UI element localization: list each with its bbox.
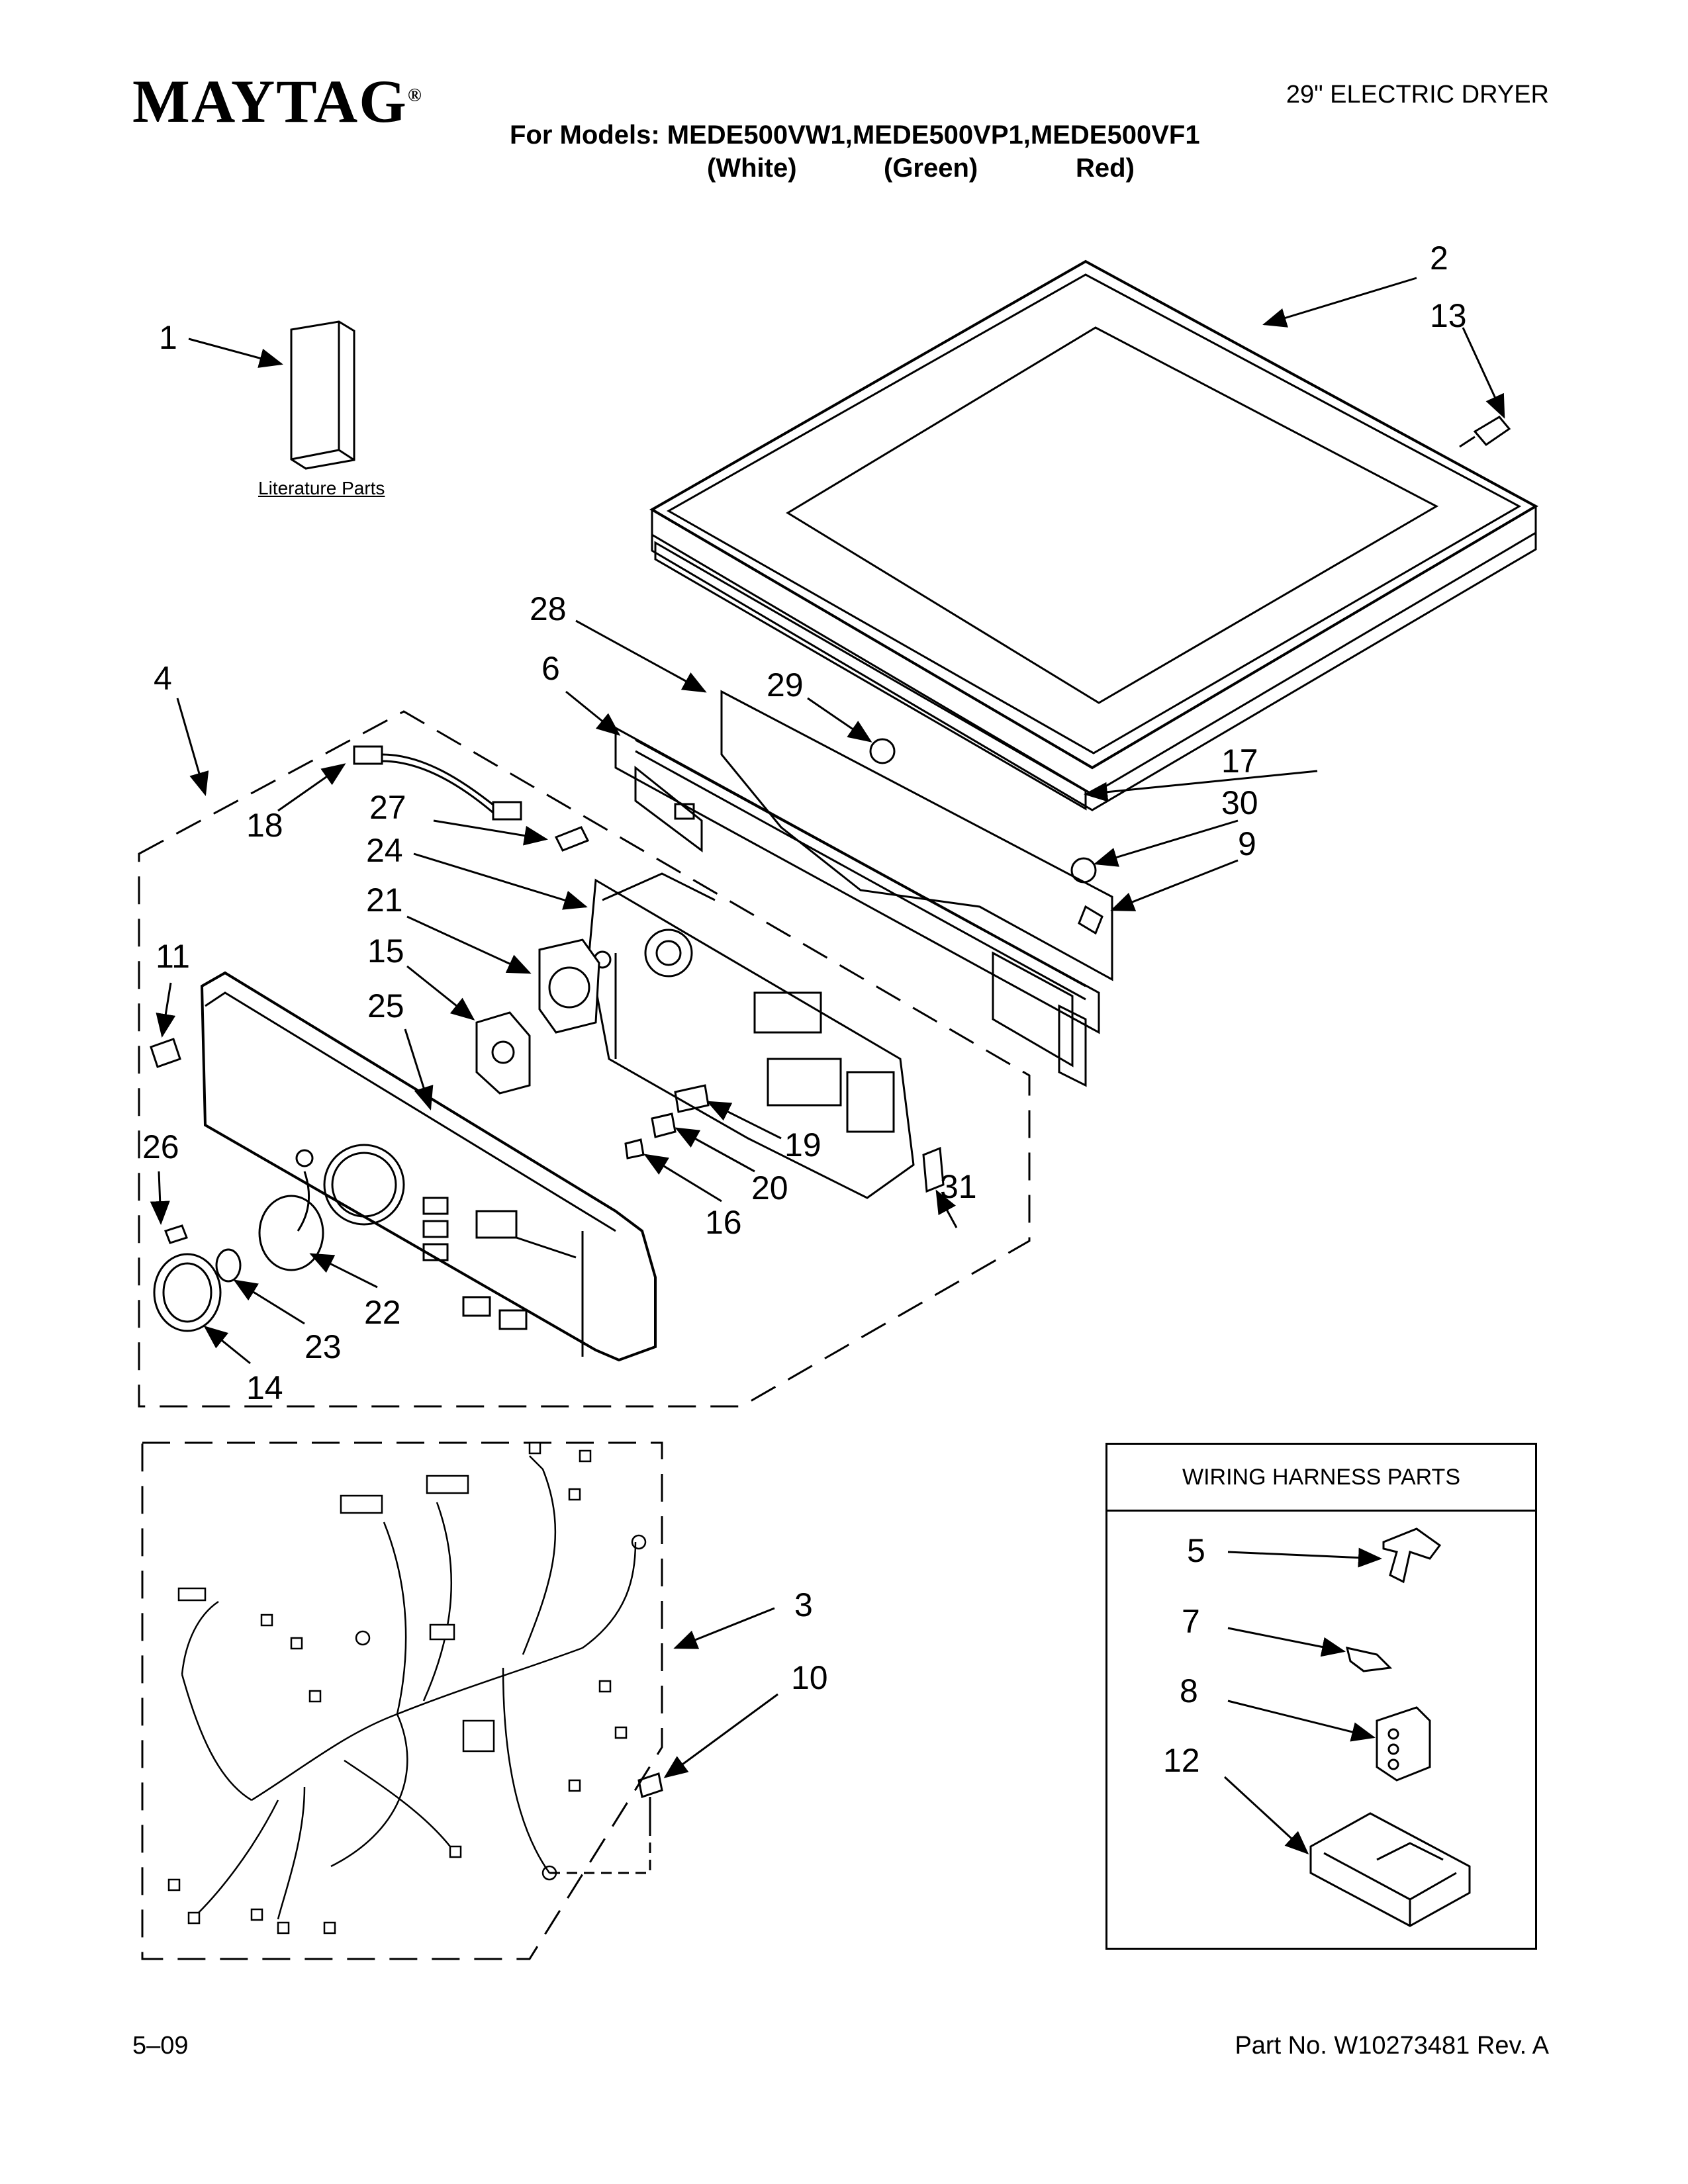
callout-22: 22 [364, 1294, 401, 1331]
clip-29-icon [869, 738, 896, 764]
callout-5: 5 [1187, 1532, 1205, 1569]
callout-27: 27 [369, 789, 406, 826]
top-panel-icon [649, 259, 1539, 811]
callout-24: 24 [366, 832, 403, 869]
clip-5-icon [1382, 1527, 1442, 1584]
knob-14-icon [153, 1253, 222, 1332]
registered-mark: ® [407, 85, 423, 106]
switch-31-icon [922, 1146, 945, 1193]
control-board-icon [588, 872, 915, 1199]
maytag-logo: MAYTAG® [132, 66, 423, 136]
callout-21: 21 [366, 882, 403, 919]
callout-20: 20 [751, 1169, 788, 1206]
hub-23-icon [215, 1248, 242, 1283]
wiring-harness-parts-box: WIRING HARNESS PARTS [1105, 1443, 1537, 1950]
callout-30: 30 [1221, 784, 1258, 821]
callout-28: 28 [530, 590, 567, 627]
callout-31: 31 [940, 1168, 977, 1205]
callout-1: 1 [159, 319, 177, 356]
callout-10: 10 [791, 1659, 828, 1696]
encoder-21-icon [538, 938, 600, 1034]
terminal-7-icon [1345, 1647, 1393, 1672]
connector-12-icon [1309, 1812, 1471, 1927]
ground-screw-10-icon [549, 1772, 663, 1874]
wiring-harness-parts-title: WIRING HARNESS PARTS [1107, 1445, 1535, 1512]
callout-26: 26 [142, 1128, 179, 1165]
ring-22-icon [258, 1195, 324, 1271]
callout-14: 14 [246, 1369, 283, 1406]
callout-13: 13 [1430, 297, 1467, 334]
callout-3: 3 [794, 1586, 813, 1623]
dryer-type: 29" ELECTRIC DRYER [1286, 81, 1549, 109]
housing-15-icon [475, 1011, 531, 1095]
harness-18-icon [353, 745, 522, 821]
leader-lines [150, 277, 1505, 1855]
callout-7: 7 [1182, 1603, 1200, 1640]
callout-12: 12 [1163, 1742, 1200, 1779]
part-number: Part No. W10273481 Rev. A [1235, 2032, 1549, 2060]
callout-11: 11 [156, 938, 190, 975]
color-red: Red) [1076, 154, 1135, 183]
screw-13-icon [1459, 416, 1511, 448]
callout-8: 8 [1180, 1672, 1198, 1709]
screw-26-icon [164, 1224, 188, 1244]
color-white: (White) [707, 154, 797, 183]
screw-9-icon [1078, 905, 1103, 935]
top-strip-icon [654, 541, 1087, 811]
callout-9: 9 [1238, 825, 1256, 862]
connector-8-icon [1376, 1706, 1431, 1782]
models-line: For Models: MEDE500VW1,MEDE500VP1,MEDE50… [510, 120, 1200, 150]
clip-30-icon [1070, 857, 1097, 884]
callout-29: 29 [767, 666, 804, 704]
callout-18: 18 [246, 807, 283, 844]
callout-16: 16 [705, 1204, 742, 1241]
literature-book-icon [290, 320, 355, 470]
harness-group-outline [141, 1441, 663, 1960]
callout-17: 17 [1221, 743, 1258, 780]
revision-date: 5–09 [132, 2032, 189, 2060]
keypad-16-icon [624, 1138, 645, 1160]
keypad-20-icon [651, 1113, 677, 1138]
screw-27-icon [554, 826, 590, 852]
console-panel-icon [200, 971, 657, 1362]
callout-2: 2 [1430, 240, 1448, 277]
callout-25: 25 [367, 987, 404, 1024]
callout-23: 23 [305, 1328, 342, 1365]
button-11-icon [150, 1038, 181, 1068]
callout-15: 15 [367, 933, 404, 970]
literature-parts-label: Literature Parts [258, 478, 385, 498]
callout-19: 19 [784, 1126, 821, 1163]
brand-name: MAYTAG [132, 68, 408, 135]
console-group-outline [138, 710, 1031, 1408]
callout-6: 6 [541, 650, 560, 687]
callout-4: 4 [154, 660, 172, 697]
color-green: (Green) [884, 154, 978, 183]
main-harness-icon [167, 1441, 647, 1934]
console-bracket-icon [614, 726, 1100, 1087]
